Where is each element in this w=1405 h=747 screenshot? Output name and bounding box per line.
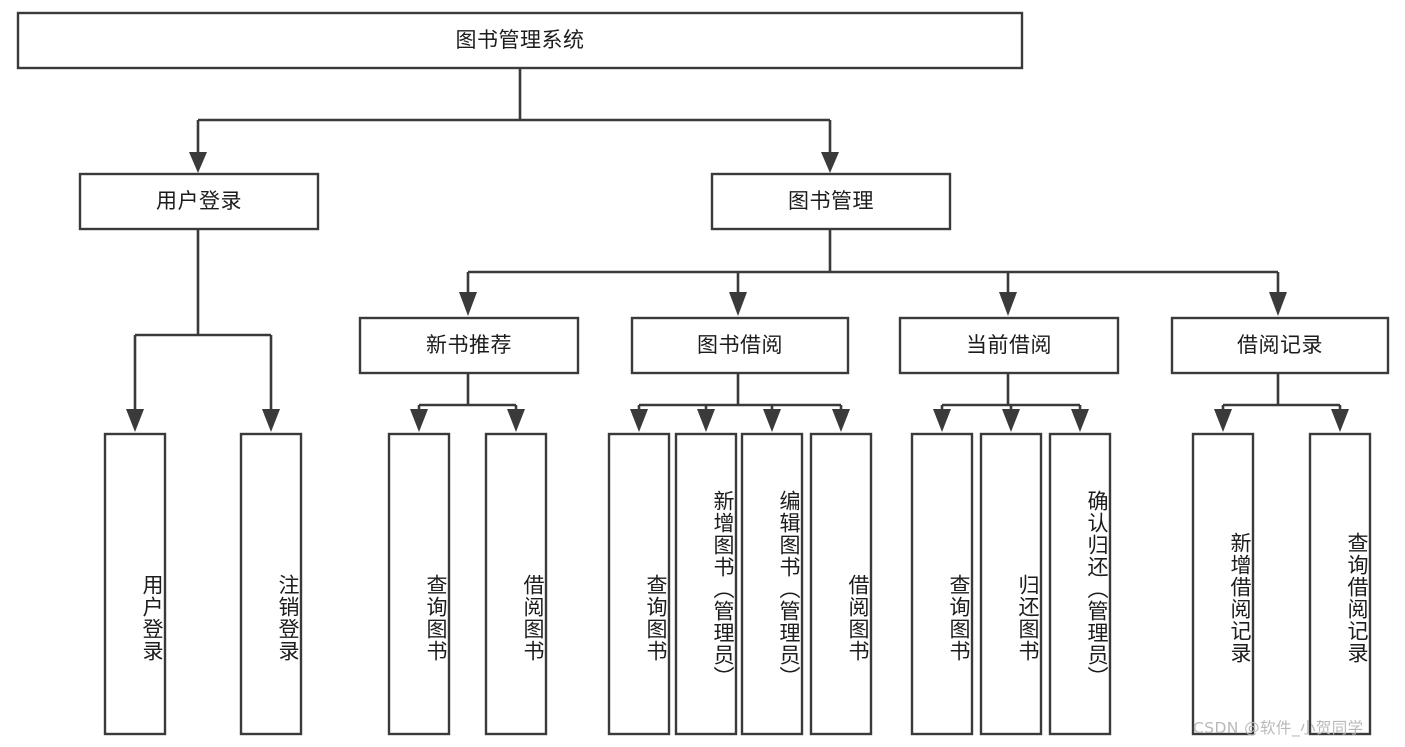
node-box-leaf-borrow-record-1[interactable]	[1308, 432, 1372, 736]
arrow-head-borrow-record	[1269, 292, 1287, 316]
node-box-leaf-book-borrow-3[interactable]	[809, 432, 873, 736]
node-box-leaf-book-borrow-0[interactable]	[607, 432, 671, 736]
node-box-new-book-recommend[interactable]	[358, 316, 580, 375]
arrow-head-leaf-new-book-1	[507, 409, 525, 432]
arrow-head-book-manage	[821, 152, 839, 173]
node-box-leaf-new-book-1[interactable]	[484, 432, 548, 736]
arrow-head-leaf-current-borrow-2	[1071, 409, 1089, 432]
node-box-leaf-new-book-0[interactable]	[387, 432, 451, 736]
node-box-user-login[interactable]	[78, 172, 320, 231]
arrow-head-new-book	[459, 292, 477, 316]
node-box-borrow-record[interactable]	[1170, 316, 1390, 375]
arrow-head-leaf-user-login-1	[262, 409, 280, 432]
arrow-head-leaf-borrow-record-0	[1214, 409, 1232, 432]
arrow-head-leaf-user-login-0	[126, 409, 144, 432]
node-box-leaf-current-borrow-1[interactable]	[979, 432, 1043, 736]
arrow-head-current-borrow	[999, 292, 1017, 316]
arrow-head-leaf-current-borrow-1	[1002, 409, 1020, 432]
node-box-leaf-book-borrow-2[interactable]	[740, 432, 804, 736]
arrow-head-leaf-book-borrow-3	[832, 409, 850, 432]
node-box-leaf-borrow-record-0[interactable]	[1191, 432, 1255, 736]
node-box-leaf-current-borrow-0[interactable]	[910, 432, 974, 736]
node-box-leaf-user-login-1[interactable]	[239, 432, 303, 736]
node-box-current-borrow[interactable]	[898, 316, 1120, 375]
arrow-head-leaf-book-borrow-0	[630, 409, 648, 432]
arrow-head-leaf-current-borrow-0	[933, 409, 951, 432]
arrow-head-book-borrow	[729, 292, 747, 316]
arrow-head-leaf-book-borrow-1	[697, 409, 715, 432]
watermark-text: CSDN @软件_小贺同学	[1193, 719, 1364, 737]
node-box-root[interactable]	[16, 11, 1024, 70]
arrow-head-user-login	[189, 152, 207, 173]
node-box-leaf-book-borrow-1[interactable]	[674, 432, 738, 736]
arrow-head-leaf-new-book-0	[410, 409, 428, 432]
node-box-book-borrow[interactable]	[630, 316, 850, 375]
node-box-book-manage[interactable]	[710, 172, 952, 231]
node-box-leaf-current-borrow-2[interactable]	[1048, 432, 1112, 736]
arrow-head-leaf-borrow-record-1	[1331, 409, 1349, 432]
node-box-leaf-user-login-0[interactable]	[103, 432, 167, 736]
arrow-head-leaf-book-borrow-2	[763, 409, 781, 432]
